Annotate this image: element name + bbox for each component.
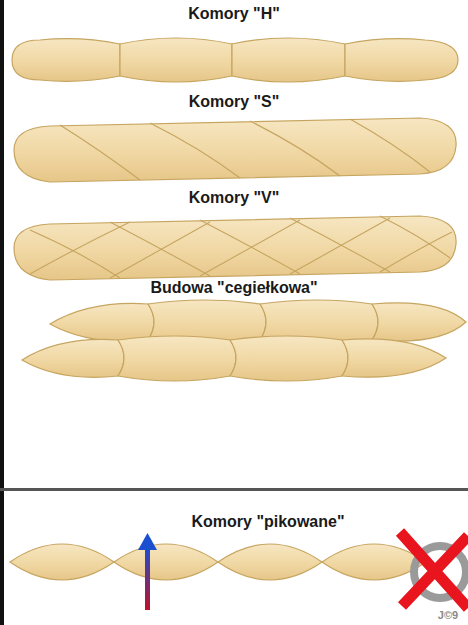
section-title: Budowa "cegiełkowa"	[150, 278, 317, 297]
v-chambers	[14, 216, 456, 280]
section-title: Komory "V"	[189, 188, 280, 207]
prohibited-sign	[400, 532, 468, 608]
section-title: Komory "H"	[188, 4, 280, 23]
brick-chambers	[22, 300, 466, 381]
quilted-chambers	[10, 544, 426, 580]
heat-arrow	[138, 533, 157, 610]
h-chambers	[12, 38, 458, 82]
watermark: J©9	[438, 609, 458, 622]
s-chambers	[14, 118, 456, 182]
section-title: Komory "pikowane"	[192, 512, 345, 531]
section-title: Komory "S"	[189, 92, 280, 111]
